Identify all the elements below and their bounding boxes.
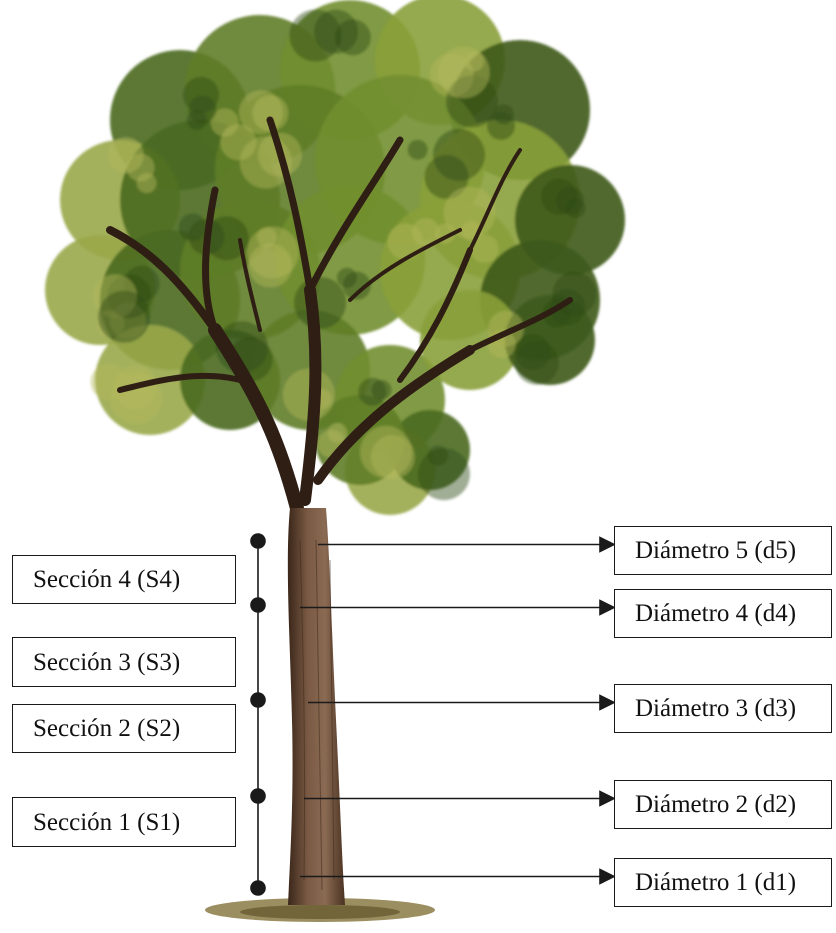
section-label-box: Sección 3 (S3)	[12, 637, 236, 687]
section-marker-dot	[251, 534, 265, 548]
section-marker-dot	[251, 881, 265, 895]
diameter-label-box: Diámetro 3 (d3)	[614, 684, 832, 733]
diameter-label-box: Diámetro 1 (d1)	[614, 858, 832, 907]
diameter-label: Diámetro 5 (d5)	[635, 538, 796, 563]
section-marker-dot	[251, 789, 265, 803]
section-marker-dot	[251, 693, 265, 707]
section-marker-dot	[251, 598, 265, 612]
diameter-label-box: Diámetro 2 (d2)	[614, 780, 832, 829]
diameter-label-box: Diámetro 5 (d5)	[614, 526, 832, 575]
diameter-label: Diámetro 3 (d3)	[635, 696, 796, 721]
section-label: Sección 4 (S4)	[33, 567, 180, 592]
section-label-box: Sección 4 (S4)	[12, 555, 236, 604]
section-label: Sección 2 (S2)	[33, 716, 180, 741]
diameter-arrowhead	[600, 792, 614, 806]
diameter-label: Diámetro 4 (d4)	[635, 601, 796, 626]
diameter-arrowhead	[600, 870, 614, 884]
section-label: Sección 1 (S1)	[33, 810, 180, 835]
diameter-arrowhead	[600, 538, 614, 552]
section-label-box: Sección 2 (S2)	[12, 704, 236, 753]
diameter-label-box: Diámetro 4 (d4)	[614, 589, 832, 638]
section-label: Sección 3 (S3)	[33, 650, 180, 675]
tree-canopy	[45, 0, 625, 515]
diameter-arrowhead	[600, 601, 614, 615]
section-label-box: Sección 1 (S1)	[12, 797, 236, 847]
diameter-label: Diámetro 1 (d1)	[635, 870, 796, 895]
diameter-label: Diámetro 2 (d2)	[635, 792, 796, 817]
diameter-arrowhead	[600, 696, 614, 710]
